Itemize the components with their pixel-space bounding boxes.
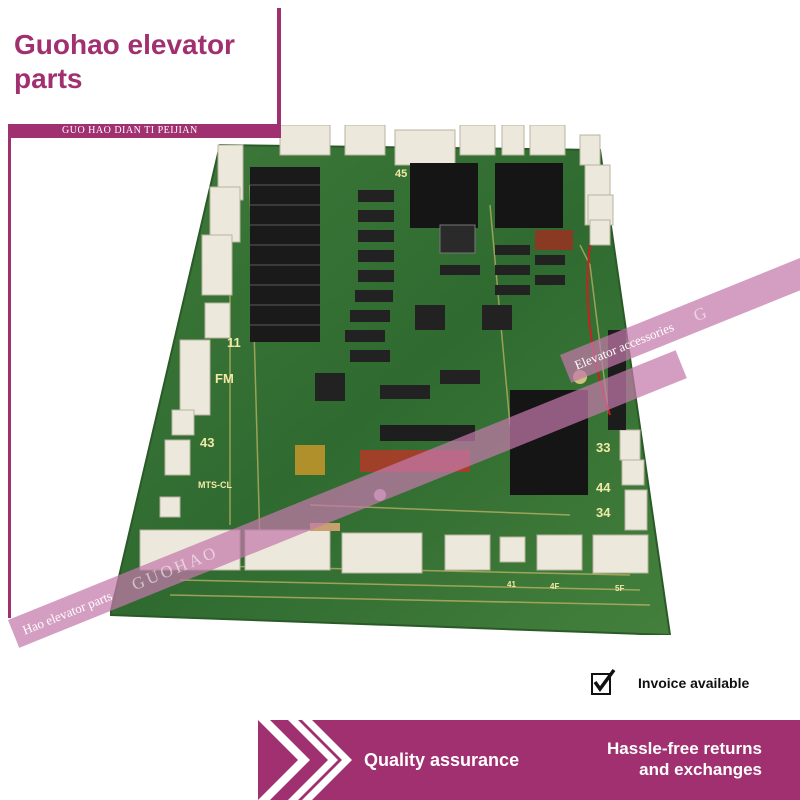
silk-label-44: 44 [596,480,611,495]
frame-left-rule [8,138,11,618]
heatsink [535,230,573,250]
brand-strip-text: GUO HAO DIAN TI PEIJIAN [62,125,198,136]
silkscreen-labels: 11 FM 43 MTS-CL 45 33 44 34 41 4F 5F [198,168,624,593]
silk-label-33: 33 [596,440,610,455]
invoice-label: Invoice available [638,675,750,691]
top-connectors [279,125,601,166]
returns-text: Hassle-free returns and exchanges [562,738,762,780]
relay-array [250,167,320,342]
chevron-decoration-icon [258,720,364,800]
silk-label-fm: 41 [507,580,516,589]
brand-divider [278,8,281,138]
left-connectors [159,144,244,518]
silk-label-4f: 4F [550,582,559,591]
ic-chips [315,190,565,401]
watermark-lower-text: Hao elevator parts [20,587,115,638]
silk-label-45: 45 [395,168,407,180]
dip-socket [380,425,475,441]
silk-label-34: 34 [596,505,611,520]
returns-line-1: Hassle-free returns [607,739,762,758]
relay-blocks-top [410,163,563,228]
silk-label-5f: 5F [615,584,624,593]
brand-strip [8,124,280,138]
silk-label-41: 11 [227,335,241,350]
silk-label-mts: MTS-CL [198,480,232,490]
checkbox-checked-icon [591,668,616,695]
relay-dividers [250,184,320,326]
crystal [295,445,325,475]
silk-label-43: 43 [200,435,214,450]
quality-assurance-text: Quality assurance [364,750,520,770]
resistor [310,523,340,531]
right-connectors [584,164,648,531]
returns-line-2: and exchanges [639,760,762,779]
silk-label-11: FM [215,371,234,386]
regulator [439,224,476,254]
brand-title: Guohao elevator parts [14,29,235,94]
